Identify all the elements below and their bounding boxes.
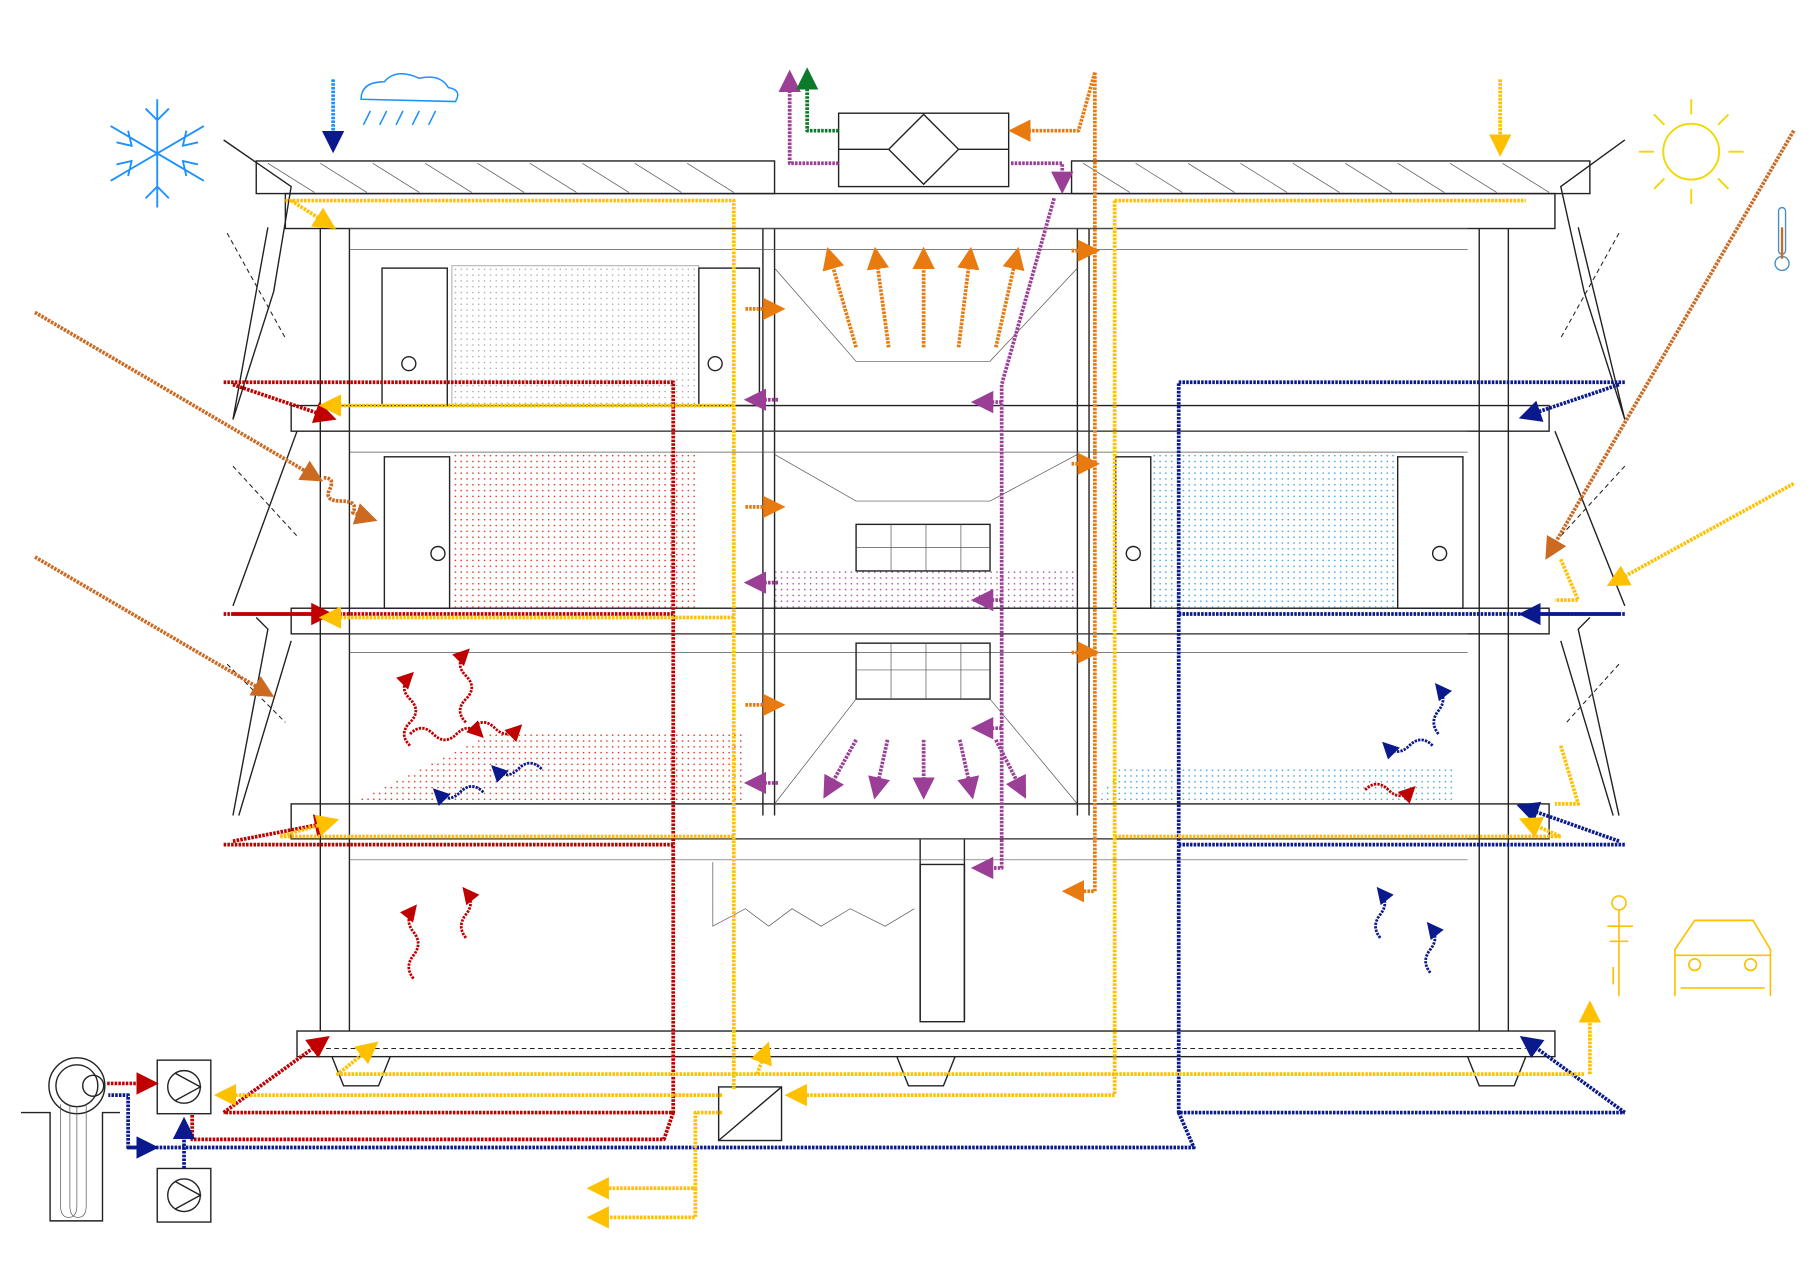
thermometer-icon bbox=[1774, 206, 1790, 272]
door bbox=[383, 456, 451, 609]
foundation-beams bbox=[331, 1056, 1527, 1087]
room-mid-left-warm bbox=[451, 454, 699, 609]
floor-slab-2 bbox=[290, 607, 1550, 635]
door bbox=[1396, 456, 1464, 609]
left-facade-fins bbox=[223, 139, 298, 816]
cooling-flows bbox=[108, 380, 1626, 1169]
cyclist-icon bbox=[1607, 895, 1633, 997]
fresh-air-intake bbox=[795, 67, 839, 133]
pump-icon bbox=[156, 1059, 212, 1115]
floor-slab-1 bbox=[290, 803, 1550, 840]
heat-exchanger-icon bbox=[717, 1086, 783, 1142]
air-handling-unit-icon bbox=[837, 112, 1010, 188]
core-wall bbox=[919, 863, 966, 1023]
floor-cool-zone bbox=[1094, 768, 1456, 804]
rain-cloud-icon bbox=[360, 73, 459, 126]
folding-partition bbox=[712, 862, 915, 927]
exhaust-air-flows bbox=[745, 71, 1100, 903]
atrium-perspective bbox=[774, 267, 1078, 805]
solar-radiation-flows bbox=[33, 129, 1796, 698]
car-icon bbox=[1674, 919, 1772, 997]
roof-parapet-right bbox=[1070, 160, 1591, 195]
foundation-slab bbox=[296, 1030, 1556, 1058]
solar-heat-flows bbox=[213, 79, 1795, 1229]
snowflake-icon bbox=[110, 99, 205, 208]
floor-slab-3 bbox=[290, 404, 1550, 432]
door bbox=[698, 267, 761, 407]
atrium-supply-zone bbox=[774, 570, 1078, 609]
door bbox=[381, 267, 448, 407]
door bbox=[1115, 456, 1152, 609]
right-facade-fins bbox=[1554, 139, 1626, 816]
roof-parapet bbox=[255, 160, 776, 195]
ground-probe-icon bbox=[20, 1057, 120, 1222]
sun-icon bbox=[1638, 99, 1744, 205]
room-mid-right-cool bbox=[1150, 454, 1398, 609]
room-top-left-wall bbox=[451, 265, 700, 406]
floor-warm-zone bbox=[349, 734, 746, 804]
pump-icon bbox=[156, 1167, 212, 1223]
atrium-window bbox=[855, 642, 991, 700]
supply-air-flows bbox=[743, 69, 1074, 880]
